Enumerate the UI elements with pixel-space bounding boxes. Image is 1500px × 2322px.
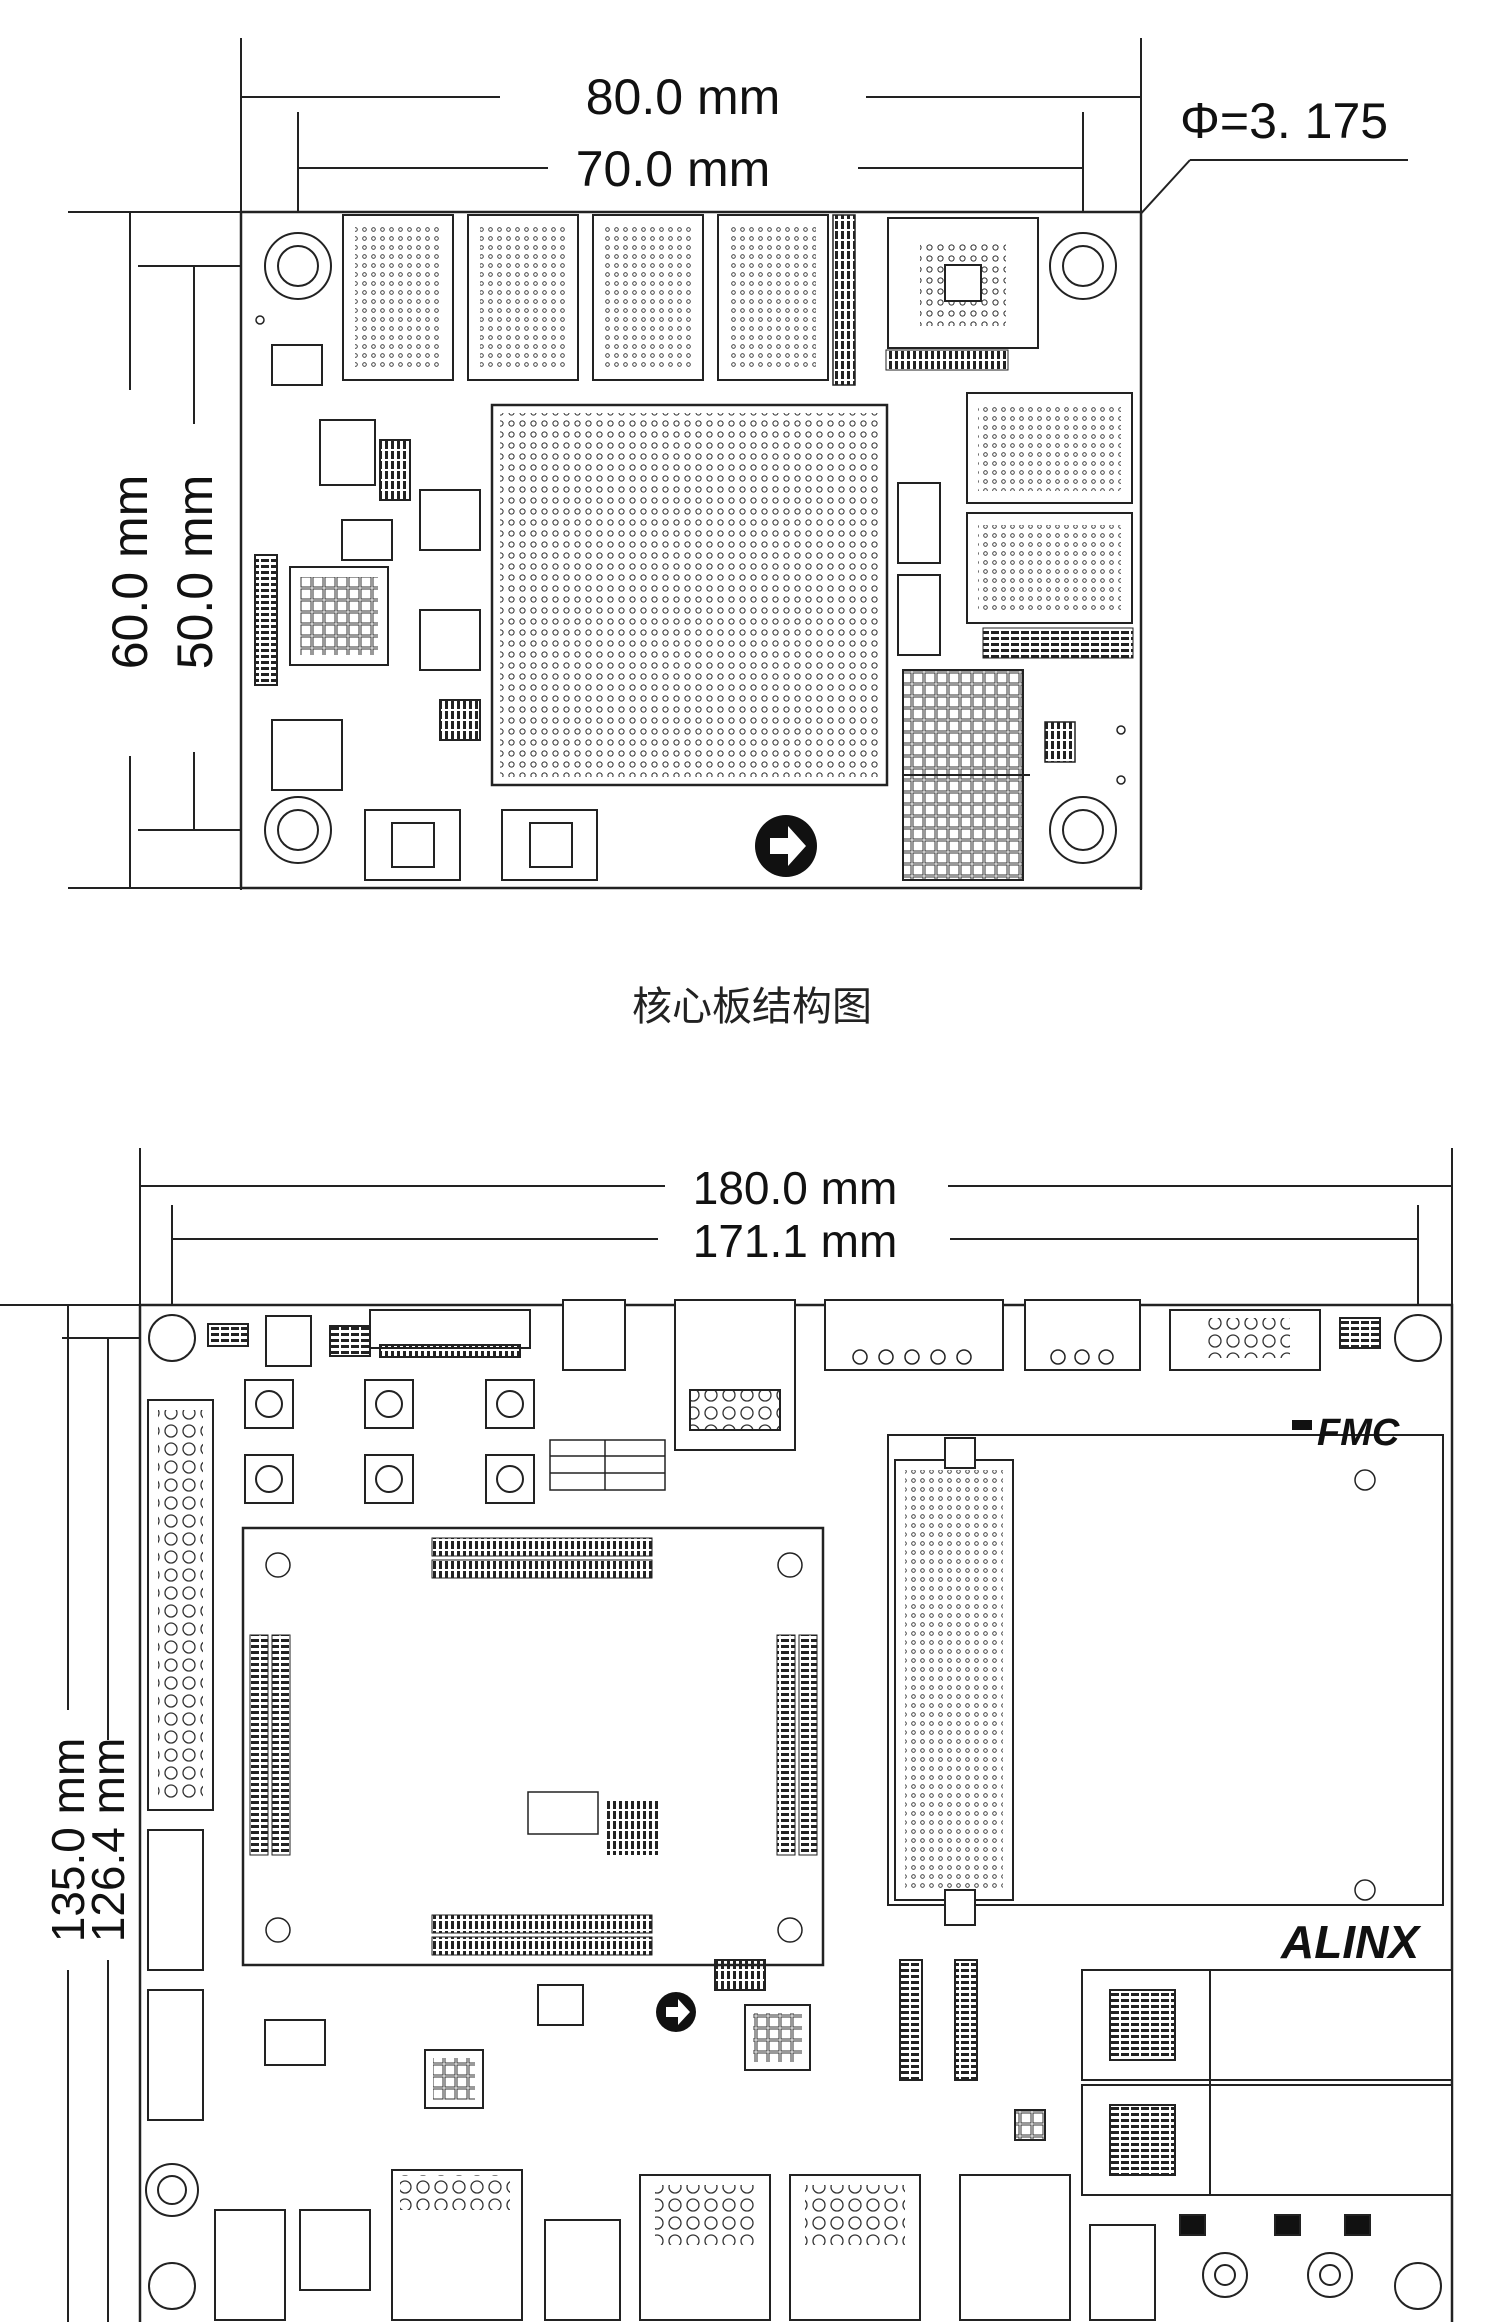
bottom-io-connectors [145, 2163, 1371, 2321]
core-mounting-holes [264, 232, 1117, 864]
core-board-drawing: 80.0 mm 70.0 mm Φ=3. 175 60.0 mm 50.0 mm [68, 38, 1408, 1030]
core-outer-height-label: 60.0 mm [102, 475, 158, 670]
core-outer-width-label: 80.0 mm [586, 69, 781, 125]
core-hole-diameter-label: Φ=3. 175 [1180, 93, 1388, 149]
top-connectors [207, 1299, 1381, 1451]
carrier-mounting-holes [148, 1314, 1442, 2310]
top-connector-pins [852, 1349, 1114, 1365]
ddr-memory-chips [342, 214, 829, 381]
inductors [897, 482, 941, 656]
carrier-inner-width-label: 171.1 mm [693, 1215, 898, 1267]
carrier-outer-width-label: 180.0 mm [693, 1162, 898, 1214]
core-inner-width-label: 70.0 mm [576, 141, 771, 197]
peripheral-chips [264, 1959, 1046, 2141]
fpga-bga [490, 403, 889, 787]
direction-arrow-icon [755, 815, 817, 877]
core-caption: 核心板结构图 [632, 984, 872, 1030]
passive-column [832, 214, 856, 386]
alinx-logo: ALINX [1249, 1909, 1451, 1968]
carrier-inner-height-label: 126.4 mm [82, 1738, 134, 1943]
test-pads [255, 315, 1126, 785]
fmc-region: FMC [887, 1412, 1444, 1926]
carrier-outer-height-label: 135.0 mm [42, 1738, 94, 1943]
emmc-chip [885, 217, 1039, 371]
left-pin-header [147, 1399, 214, 2121]
core-board-socket [241, 1526, 825, 1967]
bottom-modules [364, 809, 598, 881]
power-section [254, 344, 481, 791]
core-grid-connector [902, 669, 1030, 881]
brand-label: ALINX [1280, 1916, 1421, 1968]
carrier-direction-arrow-icon [656, 1992, 696, 2032]
core-inner-height-label: 50.0 mm [167, 475, 223, 670]
fmc-logo: FMC [1317, 1412, 1400, 1454]
sfp-cages [1081, 1969, 1453, 2196]
silkscreen-table [549, 1439, 666, 1491]
carrier-board-drawing: 180.0 mm 171.1 mm 135.0 mm 126.4 mm [0, 1148, 1454, 2322]
side-memory-chips [966, 392, 1134, 659]
push-buttons [244, 1379, 535, 1504]
